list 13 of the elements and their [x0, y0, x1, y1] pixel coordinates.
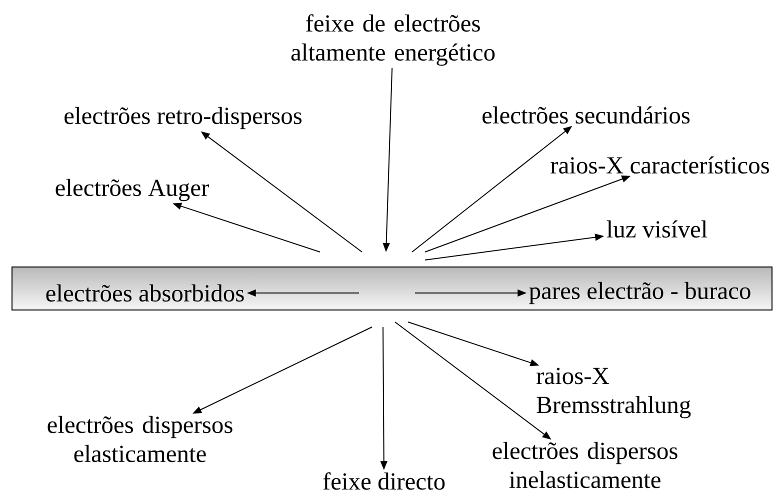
label: feixe directo	[323, 472, 445, 490]
label: electrões dispersos inelasticamente	[492, 442, 678, 488]
label: electrões retro-dispersos	[64, 106, 302, 130]
label: electrões Auger	[56, 178, 209, 202]
label: electrões secundários	[482, 106, 690, 124]
specimen-band	[12, 266, 772, 310]
label: luz visível	[606, 220, 708, 238]
label: pares electrão - buraco	[529, 282, 750, 304]
label: raios-X característicos	[550, 156, 769, 174]
label: raios-X Bremsstrahlung	[536, 368, 691, 418]
label: electrões dispersos elasticamente	[48, 416, 232, 462]
label: electrões absorbidos	[46, 284, 244, 302]
label: feixe de electrões altamente energético	[291, 14, 495, 66]
